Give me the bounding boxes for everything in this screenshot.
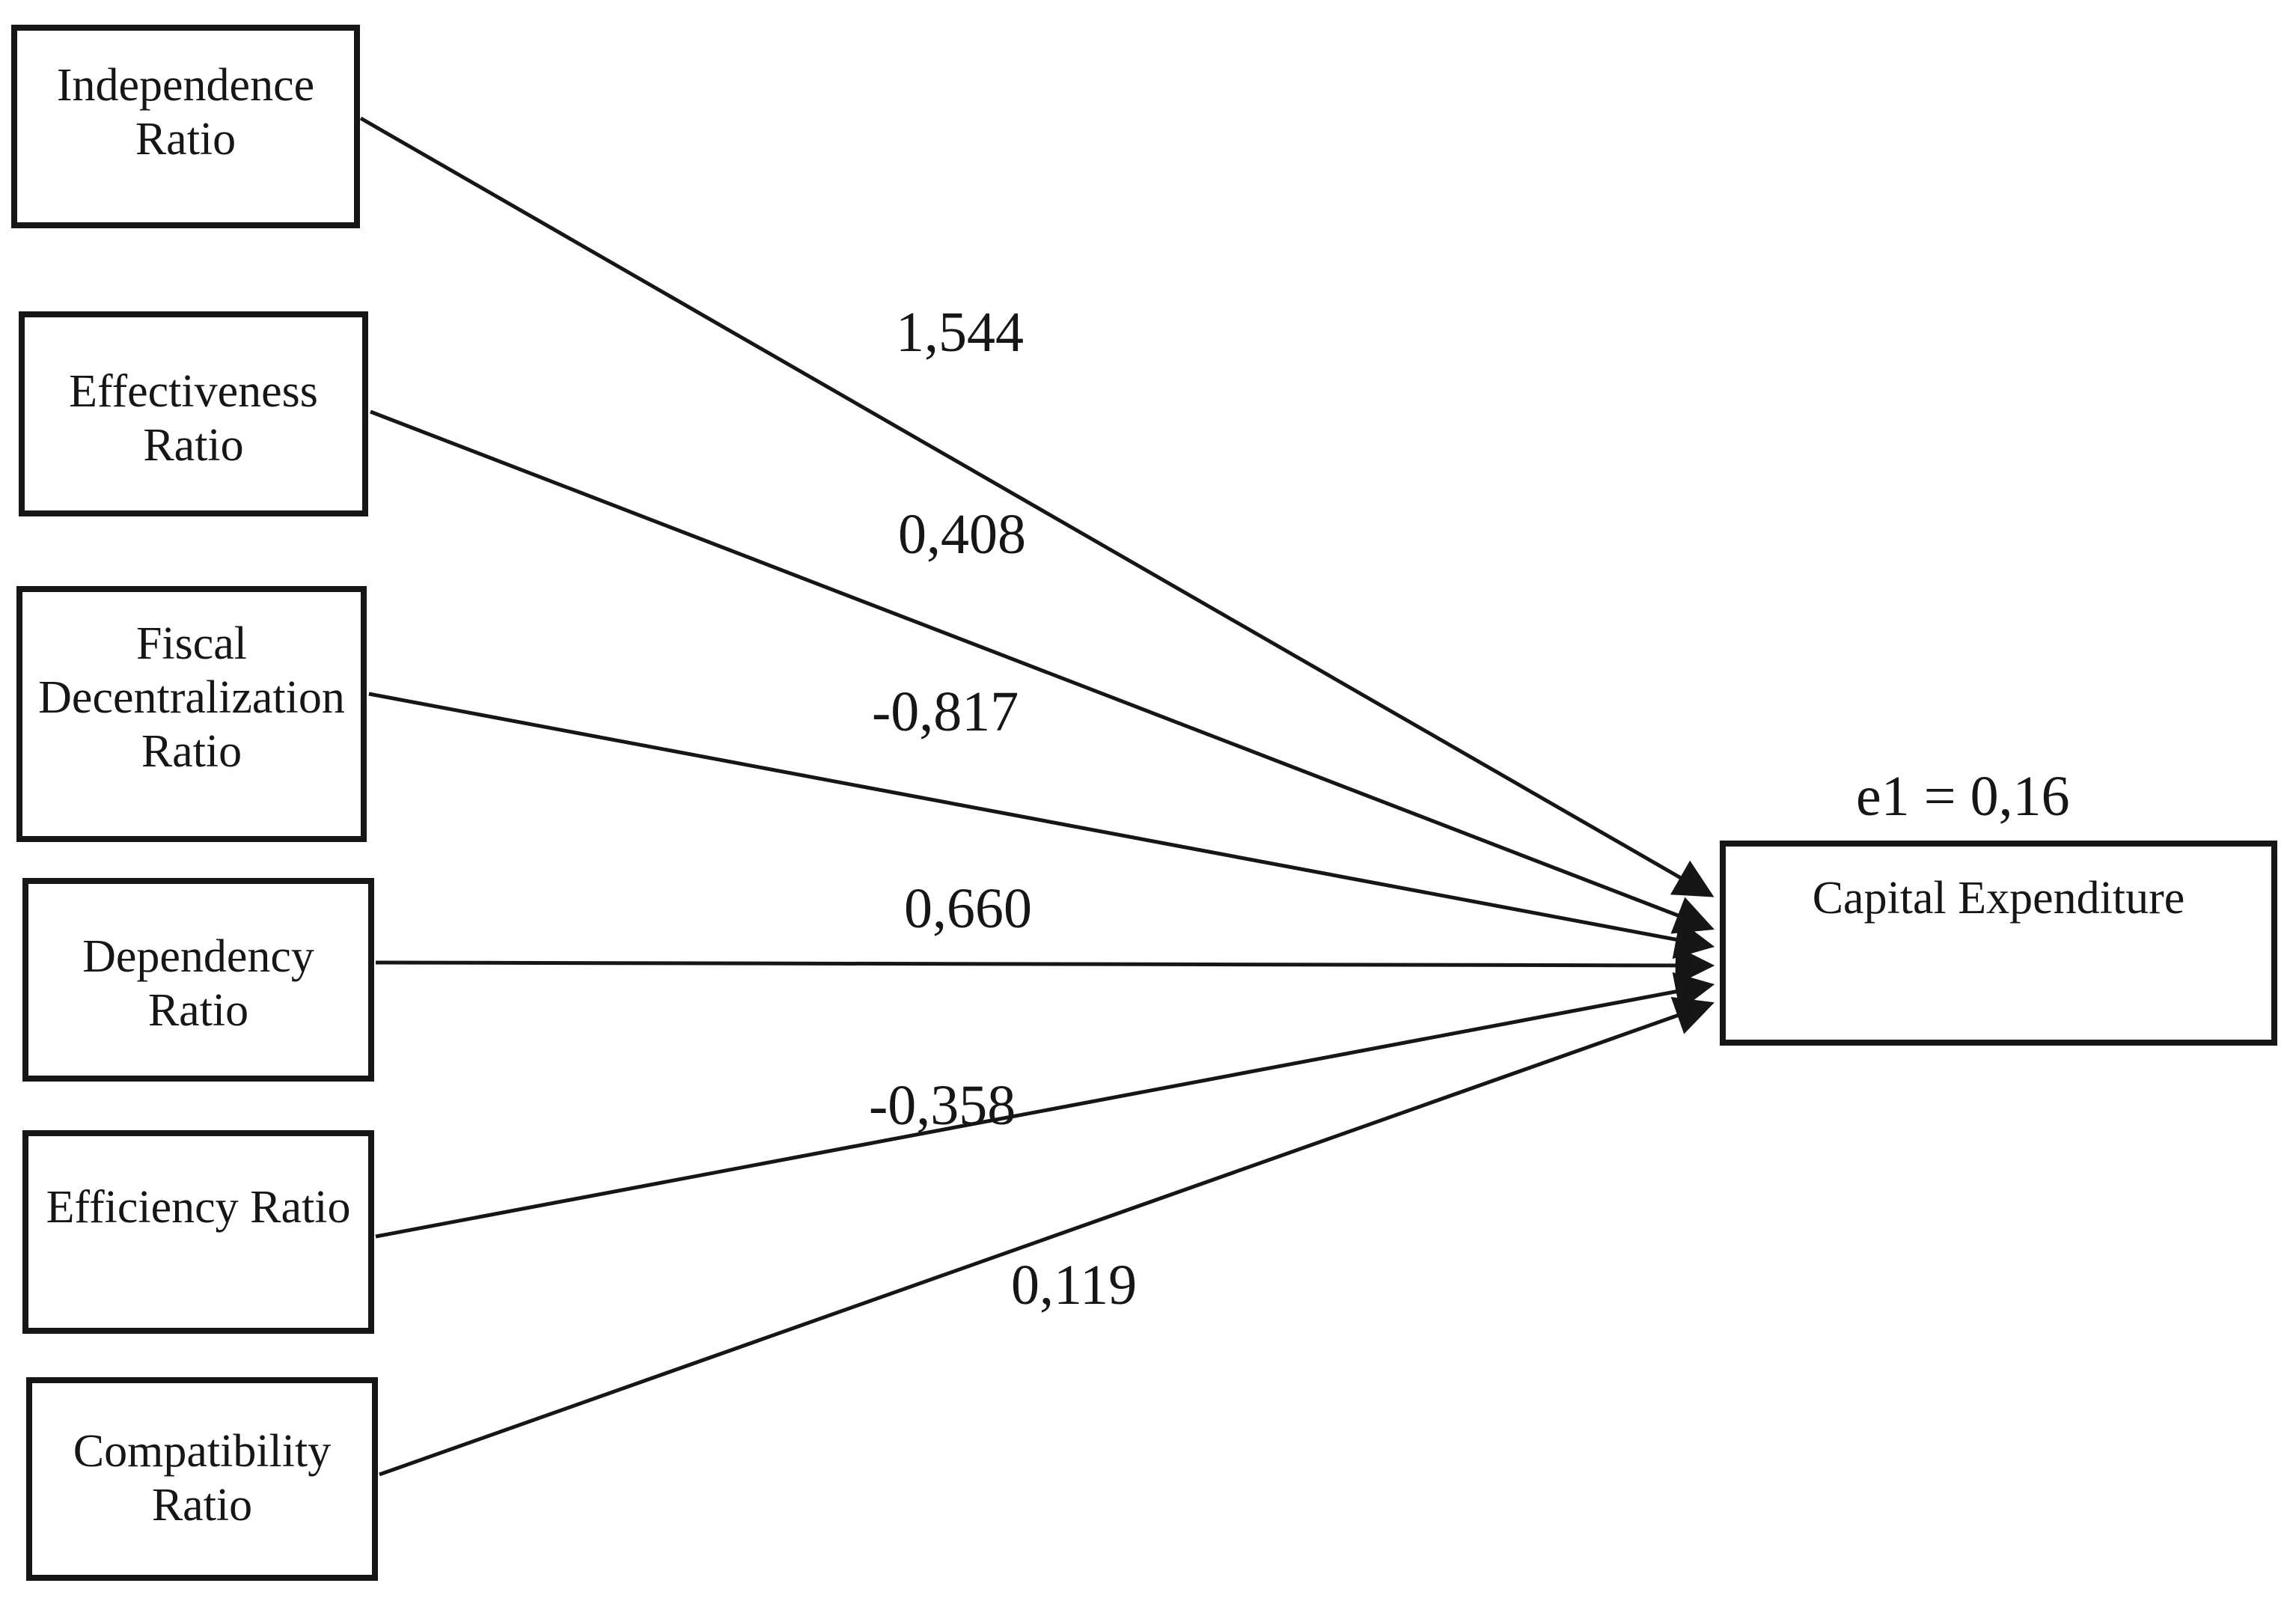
node-efficiency-ratio: Efficiency Ratio <box>22 1130 374 1334</box>
node-dependency-ratio: Dependency Ratio <box>22 878 374 1082</box>
node-fiscal-decentralization-ratio: Fiscal Decentralization Ratio <box>16 586 367 842</box>
node-label: Effectiveness Ratio <box>69 366 318 471</box>
coefficient-compatibility-ratio: 0,119 <box>1011 1254 1138 1317</box>
node-capital-expenditure: Capital Expenditure <box>1720 841 2277 1046</box>
arrow-efficiency-to-capital <box>375 972 1715 1239</box>
node-independence-ratio: Independence Ratio <box>11 25 360 228</box>
error-term-label: e1 = 0,16 <box>1856 765 2070 828</box>
coefficient-efficiency-ratio: -0,358 <box>869 1074 1016 1137</box>
coefficient-effectiveness-ratio: 0,408 <box>898 503 1026 566</box>
node-label: Dependency Ratio <box>82 931 314 1036</box>
node-compatibility-ratio: Compatibility Ratio <box>26 1377 378 1581</box>
coefficient-independence-ratio: 1,544 <box>896 301 1024 364</box>
coefficient-fiscal-decentralization-ratio: -0,817 <box>872 680 1019 743</box>
node-effectiveness-ratio: Effectiveness Ratio <box>19 311 368 516</box>
node-label: Independence Ratio <box>56 60 315 165</box>
arrow-compatibility-to-capital <box>379 997 1715 1477</box>
arrow-fiscal-decentralization-to-capital <box>368 692 1715 960</box>
node-label: Fiscal Decentralization Ratio <box>38 618 345 777</box>
node-label: Efficiency Ratio <box>46 1182 351 1233</box>
arrow-effectiveness-to-capital <box>370 409 1715 934</box>
arrow-dependency-to-capital <box>375 945 1715 986</box>
coefficient-dependency-ratio: 0,660 <box>904 877 1032 940</box>
arrow-independence-to-capital <box>359 116 1715 897</box>
node-label: Compatibility Ratio <box>73 1426 332 1531</box>
node-label: Capital Expenditure <box>1812 873 2185 924</box>
